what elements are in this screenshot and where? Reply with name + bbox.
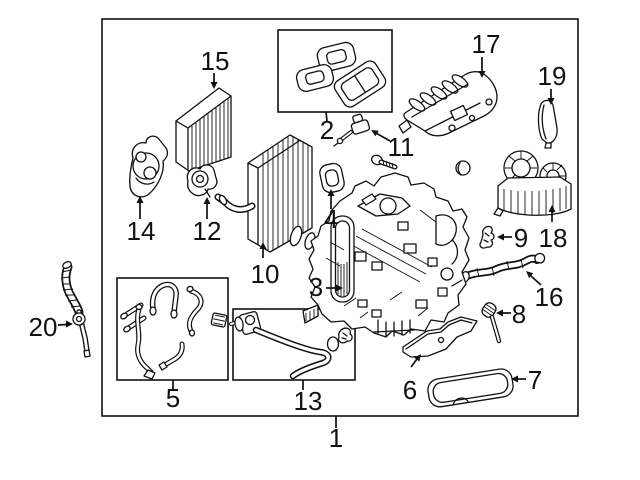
callout-17: 17 (472, 29, 501, 59)
o-ring (289, 225, 303, 247)
callout-2: 2 (320, 115, 334, 145)
callout-10: 10 (251, 259, 280, 289)
part-12-actuator (186, 164, 218, 198)
callout-8: 8 (512, 299, 526, 329)
o-ring (326, 336, 340, 352)
part-14-actuator (129, 135, 169, 198)
part-13-heater-pipe (229, 311, 353, 380)
part-20-drain-hose (60, 261, 91, 358)
callout-13: 13 (294, 386, 323, 416)
part-10-evaporator (214, 134, 316, 253)
callout-7: 7 (528, 365, 542, 395)
part-4-grommet (319, 162, 345, 194)
callout-4: 4 (324, 204, 338, 234)
callout-12: 12 (193, 216, 222, 246)
part-19-cover (537, 99, 558, 149)
callout-1: 1 (329, 423, 343, 453)
callout-11: 11 (388, 132, 415, 162)
callout-15: 15 (201, 46, 230, 76)
part-18-blower-assembly (493, 150, 572, 217)
callout-16: 16 (535, 282, 564, 312)
callout-18: 18 (539, 223, 568, 253)
part-16-water-hose (460, 252, 546, 283)
part-9-bracket (479, 225, 495, 249)
evaporator-fins (262, 137, 309, 251)
part-11-temp-sensor (333, 113, 371, 147)
callout-20: 20 (29, 312, 58, 342)
callout-leaders (57, 57, 556, 428)
callout-19: 19 (538, 61, 567, 91)
part-5-pipe-set (120, 281, 228, 380)
part-2-seal-kit (295, 41, 387, 108)
part-8-screw-pin (481, 302, 502, 344)
callout-6: 6 (403, 375, 417, 405)
part-17-intake-housing (398, 71, 498, 137)
callout-3: 3 (309, 272, 323, 302)
part-15-cabin-filter (175, 87, 232, 172)
callout-labels: 1 2 3 4 5 6 7 8 9 10 11 12 13 14 15 16 1… (29, 29, 568, 453)
filter-pleats (191, 98, 229, 170)
callout-9: 9 (514, 223, 528, 253)
callout-14: 14 (127, 216, 156, 246)
inset-box-part-5 (116, 277, 229, 381)
part-3-hvac-housing (302, 172, 470, 338)
part-7-seal (427, 368, 514, 408)
screw-illustration (371, 154, 398, 170)
callout-5: 5 (166, 383, 180, 413)
grommet-illustration (455, 160, 471, 176)
